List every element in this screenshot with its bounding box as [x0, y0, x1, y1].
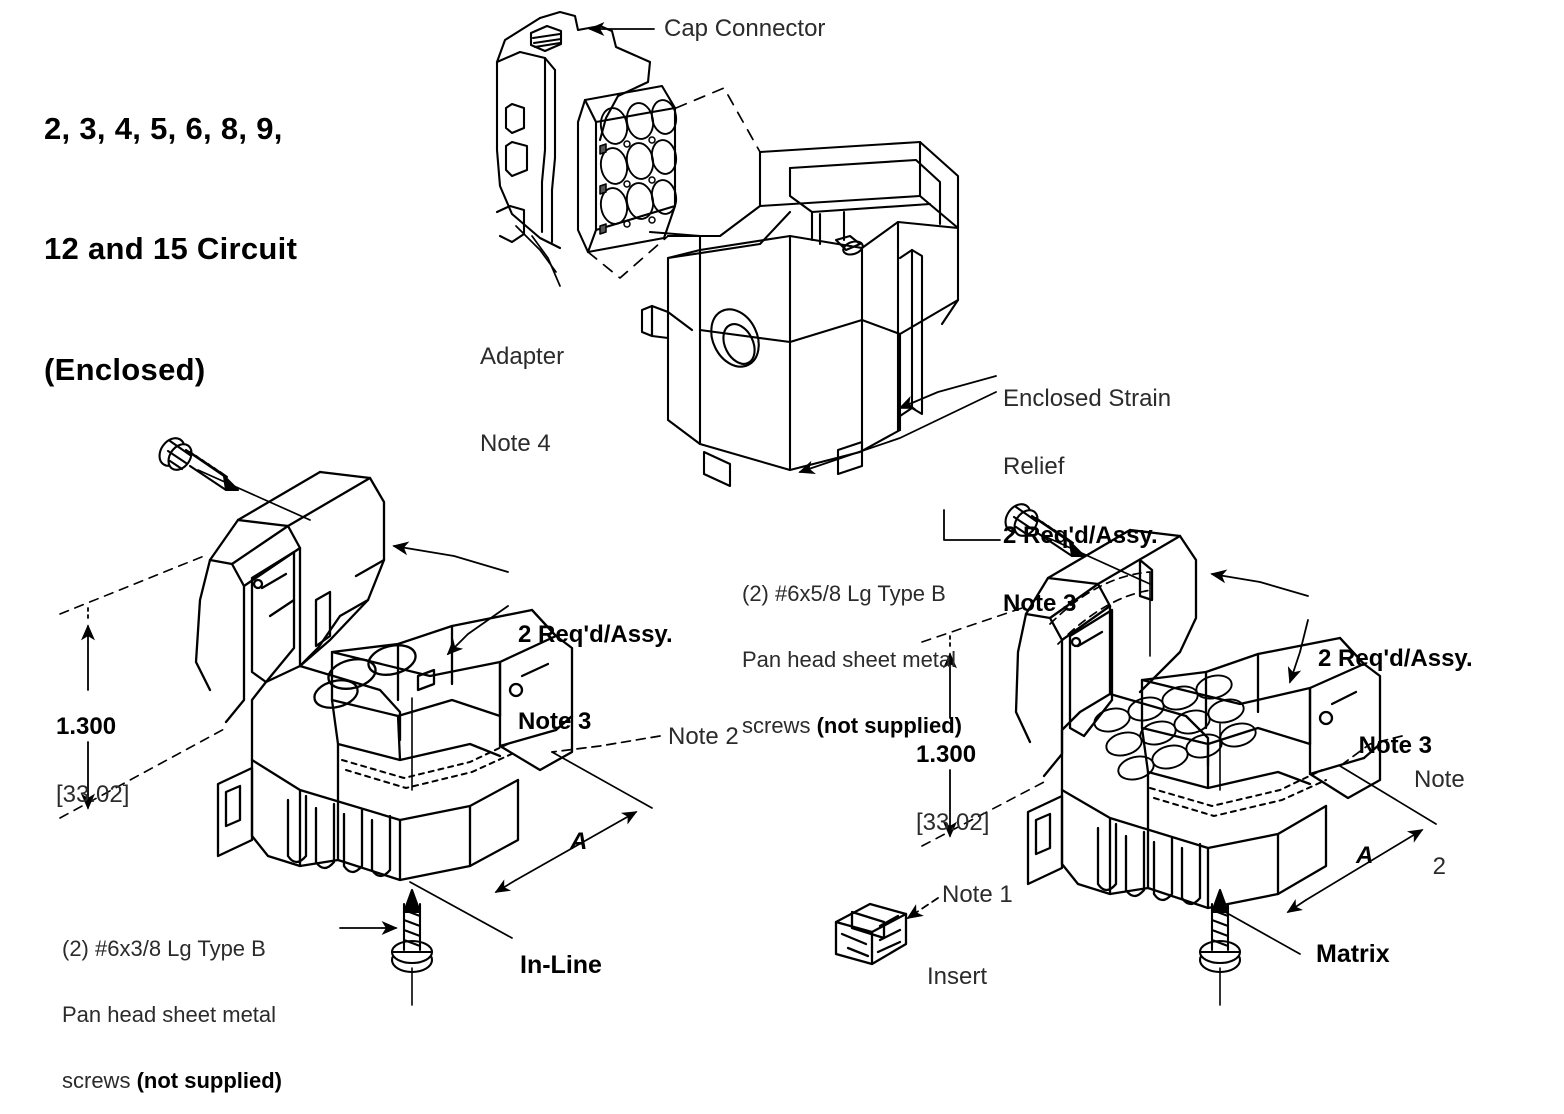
label-cap-connector: Cap Connector — [664, 15, 826, 42]
label-matrix-note2-line-1: Note — [1414, 765, 1465, 793]
matrix-top-screw — [1004, 503, 1086, 558]
leader-matrix-req — [1210, 569, 1309, 684]
label-strain-relief-line-1: Enclosed Strain — [1003, 385, 1172, 413]
label-inline-screw-line-2: Pan head sheet metal — [62, 1001, 277, 1027]
label-matrix-note2: Note 2 — [1414, 706, 1465, 911]
label-inline-note2: Note 2 — [668, 723, 739, 750]
label-inline-dim-a: A — [570, 828, 588, 855]
leader-matrix-screw-bracket — [943, 509, 1001, 541]
cap-connector-drawing — [495, 10, 677, 254]
leader-adapter — [515, 225, 561, 287]
cap-cavity-grid — [599, 99, 678, 235]
label-matrix-req-qty: 2 Req'd/Assy. — [1318, 644, 1473, 672]
label-matrix-caption: Matrix — [1316, 940, 1390, 968]
matrix-a-dimension — [1217, 765, 1437, 955]
label-matrix-screw-word: screws — [742, 712, 817, 738]
label-inline-screw-note: (2) #6x3/8 Lg Type B Pan head sheet meta… — [62, 897, 282, 1114]
label-matrix-screw-note: (2) #6x5/8 Lg Type B Pan head sheet meta… — [742, 542, 962, 759]
inline-bottom-screw — [390, 888, 434, 1006]
label-matrix-screw-line-3: screws (not supplied) — [742, 713, 962, 740]
assembly-alignment-lines — [587, 87, 761, 279]
matrix-height-dimension — [921, 607, 1045, 847]
label-insert: Insert — [927, 963, 988, 990]
inline-strain-relief-drawing — [194, 470, 574, 882]
label-inline-dim-inch: 1.300 — [56, 713, 117, 741]
insert-part-drawing — [834, 902, 908, 966]
label-matrix-req-block: 2 Req'd/Assy. Note 3 — [1318, 585, 1473, 790]
leader-matrix-note2 — [1339, 735, 1403, 767]
label-strain-relief-note: Note 3 — [1003, 589, 1077, 617]
label-inline-req-block: 2 Req'd/Assy. Note 3 — [518, 561, 673, 766]
label-adapter-line-1: Adapter — [480, 342, 565, 370]
matrix-strain-relief-drawing — [1014, 528, 1382, 910]
inline-height-dimension — [59, 555, 227, 819]
label-inline-req-qty: 2 Req'd/Assy. — [518, 620, 673, 648]
leader-inline-note2 — [551, 735, 661, 753]
label-inline-screw-notsupplied: (not supplied) — [136, 1067, 282, 1093]
label-adapter: Adapter Note 4 — [480, 283, 564, 488]
label-matrix-dim-inch: 1.300 — [916, 741, 977, 769]
label-strain-relief-qty: 2 Req'd/Assy. — [1003, 521, 1158, 549]
assembly-line-art — [59, 10, 1437, 1006]
label-inline-dim-mm: [33.02] — [56, 781, 130, 809]
label-matrix-dimension: 1.300 [33.02] — [916, 701, 989, 857]
label-enclosed-strain-relief: Enclosed Strain Relief 2 Req'd/Assy. Not… — [1003, 345, 1171, 638]
drawing-title-line-1: 2, 3, 4, 5, 6, 8, 9, — [44, 110, 283, 146]
label-adapter-line-2: Note 4 — [480, 430, 551, 458]
drawing-title: 2, 3, 4, 5, 6, 8, 9, 12 and 15 Circuit (… — [44, 28, 297, 431]
leader-strain-relief — [798, 375, 997, 475]
label-matrix-screw-line-1: (2) #6x5/8 Lg Type B — [742, 581, 946, 607]
leader-inline-top-screw — [197, 469, 311, 521]
label-inline-req-note: Note 3 — [518, 708, 592, 736]
label-inline-caption: In-Line — [520, 951, 602, 979]
label-inline-screw-line-3: screws (not supplied) — [62, 1068, 282, 1095]
drawing-title-line-2: 12 and 15 Circuit — [44, 231, 298, 267]
inline-a-dimension — [409, 751, 653, 939]
label-strain-relief-line-2: Relief — [1003, 453, 1065, 481]
label-matrix-dim-a: A — [1356, 842, 1374, 869]
label-matrix-screw-notsupplied: (not supplied) — [816, 712, 962, 738]
leader-matrix-top-screw — [1043, 535, 1151, 585]
matrix-bottom-screw — [1198, 888, 1242, 1006]
technical-drawing-canvas: 2, 3, 4, 5, 6, 8, 9, 12 and 15 Circuit (… — [44, 10, 1473, 1093]
label-inline-screw-line-1: (2) #6x3/8 Lg Type B — [62, 936, 266, 962]
label-matrix-req-note: Note 3 — [1358, 732, 1432, 760]
enclosed-strain-relief-drawing — [640, 140, 960, 488]
label-matrix-screw-line-2: Pan head sheet metal — [742, 646, 957, 672]
leader-insert-note1 — [906, 897, 939, 919]
leader-inline-req — [392, 541, 509, 656]
label-matrix-dim-mm: [33.02] — [916, 809, 990, 837]
label-inline-screw-word: screws — [62, 1067, 137, 1093]
matrix-cavity-grid — [1093, 674, 1257, 781]
drawing-title-line-3: (Enclosed) — [44, 352, 206, 388]
label-note1: Note 1 — [942, 881, 1013, 908]
label-matrix-note2-line-2: 2 — [1432, 853, 1447, 881]
label-inline-dimension: 1.300 [33.02] — [56, 673, 129, 829]
